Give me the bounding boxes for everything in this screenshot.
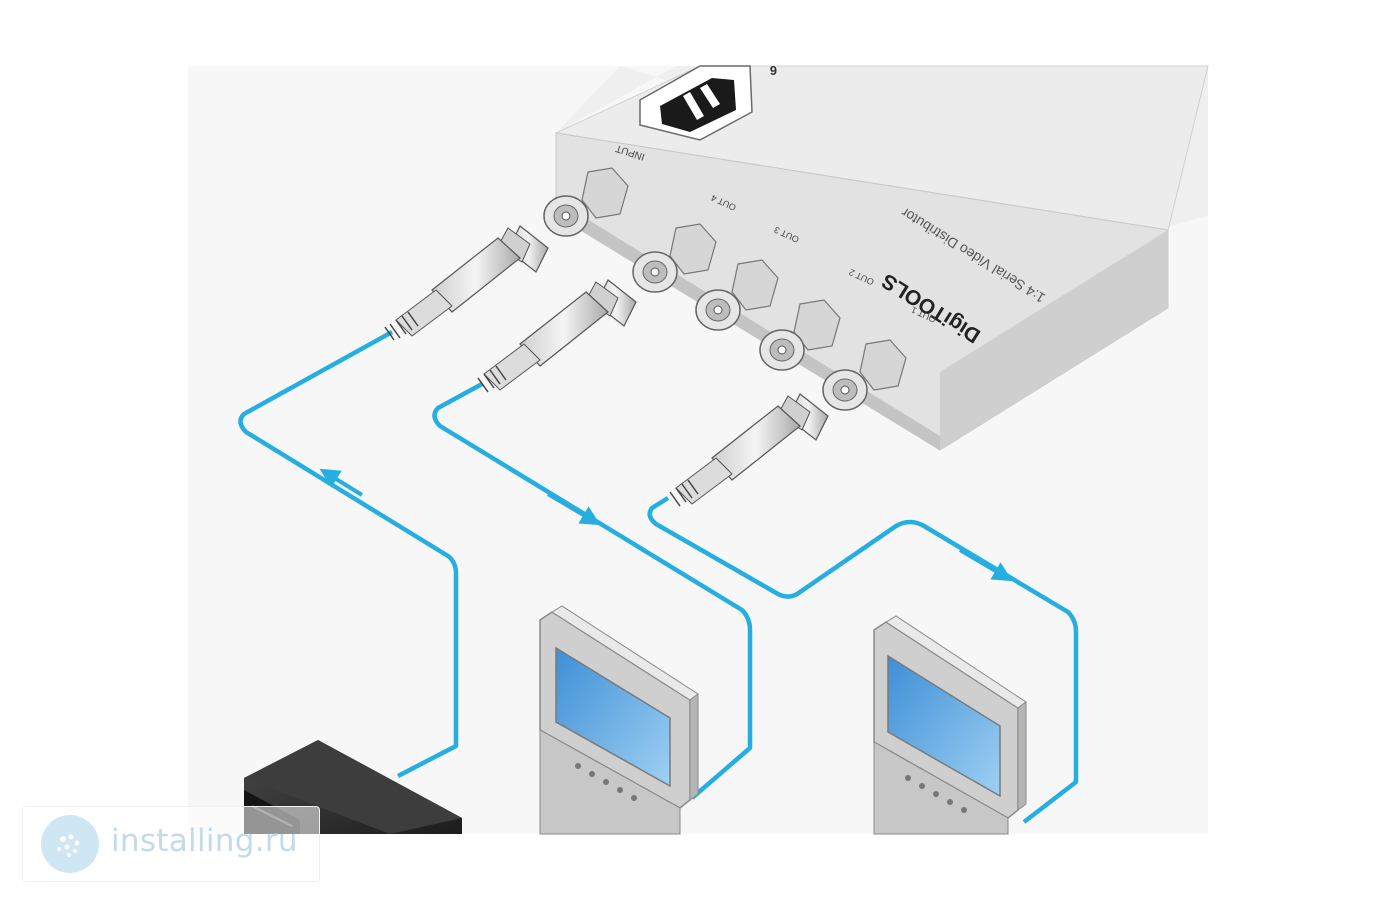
video-distributor: 6 INPUT 1:4 Serial Video Distributor Dig… xyxy=(543,63,1209,451)
cable-out4-path xyxy=(432,382,753,800)
bnc-port-out4 xyxy=(632,223,717,293)
signal-arrow-input xyxy=(319,468,364,497)
signal-arrow-out1 xyxy=(958,548,1013,582)
bnc-port-out3 xyxy=(695,259,779,331)
cable-input-path xyxy=(238,330,459,778)
kramer-logo xyxy=(639,65,753,141)
bnc-port-out2 xyxy=(759,299,841,371)
monitor-left-screen xyxy=(555,646,671,788)
monitor-right-screen xyxy=(887,654,1001,798)
device-side-face xyxy=(940,230,1168,450)
watermark: installing.ru xyxy=(22,806,320,882)
monitor-left xyxy=(539,605,699,835)
bnc-plug-input xyxy=(384,225,549,341)
watermark-logo-icon xyxy=(41,815,99,873)
bnc-port-input xyxy=(543,167,629,237)
bnc-plug-out1 xyxy=(669,393,829,507)
device-top-mark: 6 xyxy=(770,63,777,78)
watermark-text: installing.ru xyxy=(111,823,298,859)
monitor-right xyxy=(873,615,1027,835)
bnc-plug-out4 xyxy=(477,279,637,393)
cable-out1-path xyxy=(647,496,1079,824)
signal-arrow-out4 xyxy=(546,492,601,526)
bnc-port-out1 xyxy=(822,339,907,411)
